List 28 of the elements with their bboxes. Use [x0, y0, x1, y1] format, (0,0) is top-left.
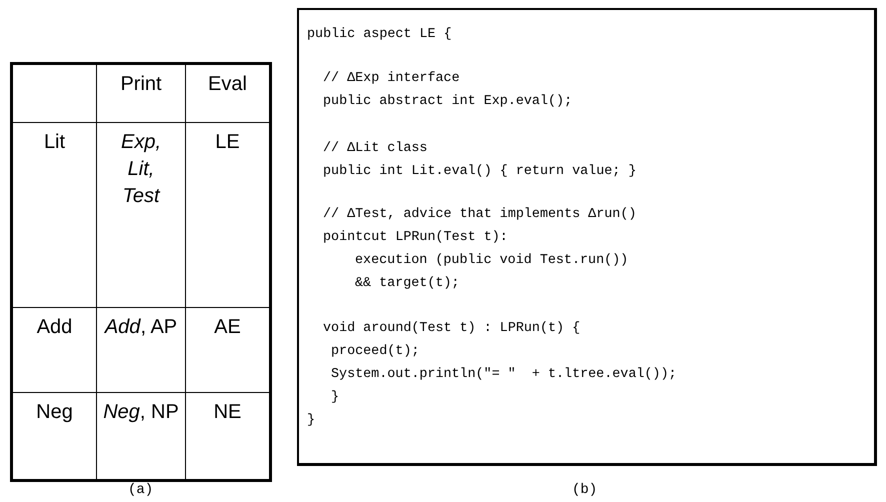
code-line: && target(t);: [355, 276, 460, 292]
code-line: System.out.println("= " + t.ltree.eval());: [331, 367, 677, 383]
table-cell-text: Neg, NP: [103, 401, 179, 423]
row-header: Neg: [36, 401, 73, 423]
code-line: }: [331, 390, 340, 406]
table-cell-text: Add, AP: [104, 316, 178, 338]
table-cell-text: LE: [215, 131, 240, 153]
code-panel: [297, 8, 877, 466]
code-line: void around(Test t) : LPRun(t) {: [323, 321, 580, 337]
row-header: Add: [36, 316, 72, 338]
code-line: }: [307, 413, 316, 429]
panel-caption: (a): [128, 482, 154, 498]
table-cell-text: AE: [214, 316, 241, 338]
code-line: // ΔExp interface: [323, 71, 460, 87]
code-line: // ΔTest, advice that implements Δrun(): [323, 207, 636, 223]
column-header: Print: [120, 73, 162, 95]
table-cell-text: NE: [214, 401, 242, 423]
row-header: Lit: [44, 131, 66, 153]
panel-caption: (b): [572, 482, 598, 498]
code-line: proceed(t);: [331, 344, 420, 360]
table-cell-text: Exp, Lit, Test: [120, 130, 162, 209]
column-header: Eval: [208, 73, 247, 95]
code-line: pointcut LPRun(Test t):: [323, 230, 508, 246]
code-line: execution (public void Test.run()): [355, 253, 628, 269]
code-line: public abstract int Exp.eval();: [323, 94, 572, 110]
code-line: // ΔLit class: [323, 141, 428, 157]
code-line: public int Lit.eval() { return value; }: [323, 164, 636, 180]
code-line: public aspect LE {: [307, 27, 452, 43]
